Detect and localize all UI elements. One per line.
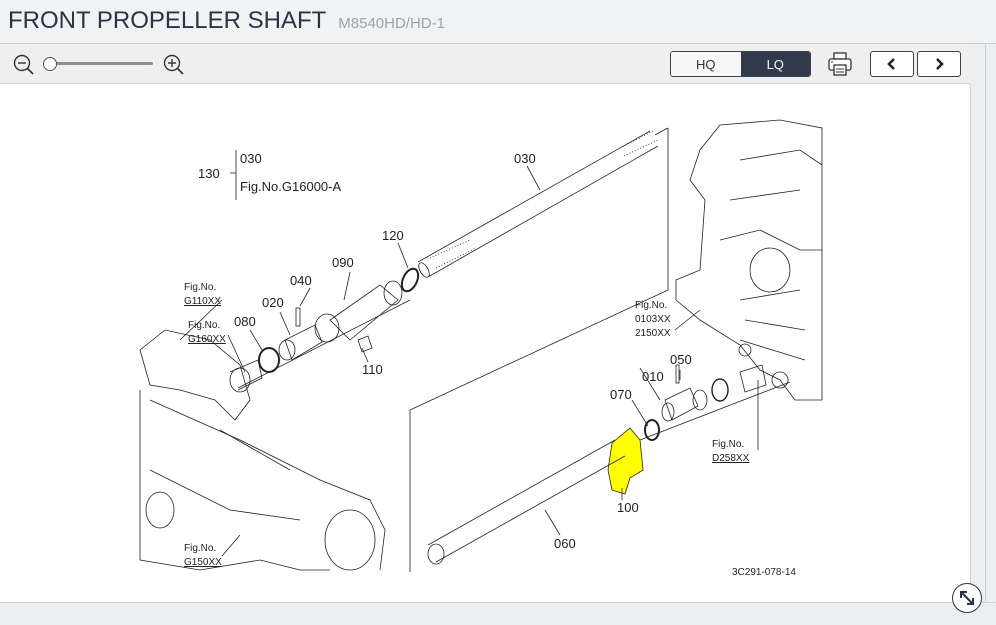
figref-d258-title: Fig.No. xyxy=(712,439,745,450)
expand-icon xyxy=(960,591,974,605)
part-label-070[interactable]: 070 xyxy=(610,387,632,402)
shaft-030 xyxy=(417,129,659,278)
figref-g110-title: Fig.No. xyxy=(184,282,217,293)
figref-0103-title: Fig.No. xyxy=(635,300,668,311)
title-row: FRONT PROPELLER SHAFT M8540HD/HD-1 xyxy=(8,7,445,35)
expand-button[interactable] xyxy=(952,583,982,613)
side-scroll-area xyxy=(970,44,996,602)
part-label-060[interactable]: 060 xyxy=(554,536,576,551)
quality-toggle[interactable]: HQ LQ xyxy=(670,51,811,77)
part-label-020[interactable]: 020 xyxy=(262,295,284,310)
diagram-viewport[interactable]: 030 130 030 Fig.No.G16000-A 120 040 090 … xyxy=(0,84,971,602)
zoom-slider[interactable] xyxy=(43,57,153,71)
lq-button[interactable]: LQ xyxy=(740,52,810,76)
part-label-080[interactable]: 080 xyxy=(234,314,256,329)
shaft-060 xyxy=(427,439,626,565)
part-label-050[interactable]: 050 xyxy=(670,352,692,367)
drawing-code: 3C291-078-14 xyxy=(732,567,796,578)
part-label-120[interactable]: 120 xyxy=(382,228,404,243)
printer-icon[interactable] xyxy=(826,50,854,83)
part-label-040[interactable]: 040 xyxy=(290,273,312,288)
parts-diagram xyxy=(139,119,823,572)
zoom-slider-track[interactable] xyxy=(43,62,153,65)
figref-2150-link[interactable]: 2150XX xyxy=(635,328,671,339)
figref-g160-title: Fig.No. xyxy=(188,320,221,331)
figref-g110-link[interactable]: G110XX xyxy=(184,296,222,307)
part-label-090[interactable]: 090 xyxy=(332,255,354,270)
front-axle-housing xyxy=(139,299,411,571)
title-bar: FRONT PROPELLER SHAFT M8540HD/HD-1 xyxy=(0,0,996,44)
page-title: FRONT PROPELLER SHAFT xyxy=(8,7,327,34)
highlight-part-100 xyxy=(608,428,643,494)
chevron-right-icon xyxy=(936,58,944,70)
hq-button[interactable]: HQ xyxy=(671,52,741,76)
next-button[interactable] xyxy=(917,51,961,77)
figref-g150-link[interactable]: G150XX xyxy=(184,557,222,568)
part-label-110[interactable]: 110 xyxy=(362,362,383,377)
transmission-housing xyxy=(639,119,823,441)
figref-0103-link[interactable]: 0103XX xyxy=(635,314,671,325)
figref-d258-link[interactable]: D258XX xyxy=(712,453,750,464)
explosion-frame xyxy=(409,127,669,572)
figref-g160-link[interactable]: G160XX xyxy=(188,334,226,345)
part-label-130[interactable]: 130 xyxy=(198,166,220,181)
part-130-sub-030: 030 xyxy=(240,151,262,166)
zoom-slider-thumb[interactable] xyxy=(43,57,57,71)
chevron-left-icon xyxy=(887,58,895,70)
model-name: M8540HD/HD-1 xyxy=(338,15,445,32)
zoom-in-icon[interactable] xyxy=(162,53,186,82)
previous-button[interactable] xyxy=(870,51,914,77)
part-130-sub-figref: Fig.No.G16000-A xyxy=(240,179,342,194)
figref-g150-title: Fig.No. xyxy=(184,543,217,554)
part-label-010[interactable]: 010 xyxy=(642,369,664,384)
part-label-100[interactable]: 100 xyxy=(617,500,639,515)
bottom-bar xyxy=(0,602,996,625)
zoom-out-icon[interactable] xyxy=(12,53,36,82)
part-label-030[interactable]: 030 xyxy=(514,151,536,166)
